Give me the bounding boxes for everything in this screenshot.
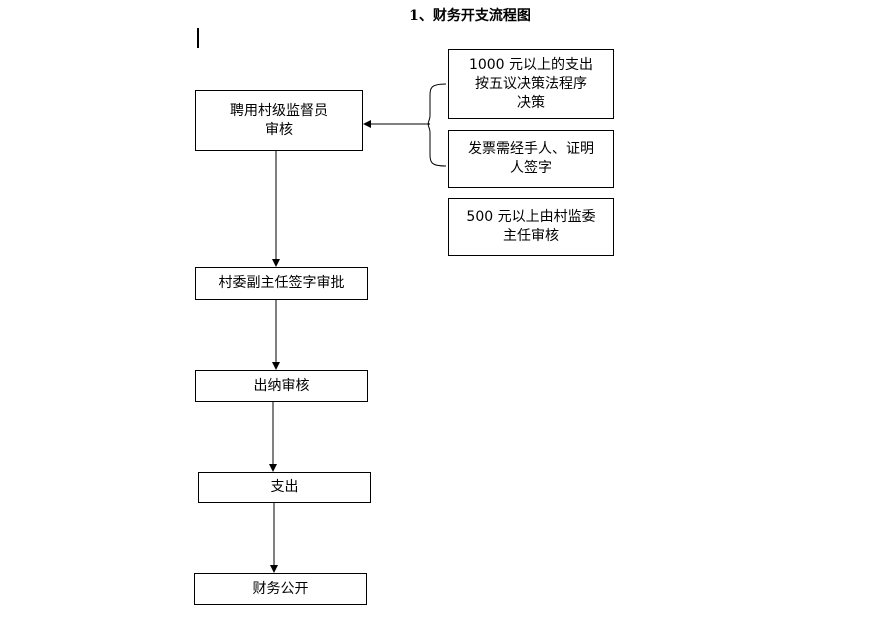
cashier-review-box: 出纳审核 (195, 370, 368, 402)
hire-review-line-2: 审核 (265, 121, 293, 138)
vice-director-approval-label: 村委副主任签字审批 (218, 275, 345, 291)
vice-director-approval-box: 村委副主任签字审批 (195, 267, 368, 300)
condition-over-1000-box: 1000 元以上的支出 按五议决策法程序 决策 (448, 49, 614, 119)
condition-over-1000-line-2: 按五议决策法程序 (475, 75, 587, 92)
condition-over-500-box: 500 元以上由村监委 主任审核 (448, 198, 614, 256)
expenditure-box: 支出 (198, 472, 371, 503)
condition-invoice-signatures-box: 发票需经手人、证明 人签字 (448, 130, 614, 188)
text-cursor (197, 28, 199, 48)
page-title: 1、财务开支流程图 (409, 8, 531, 24)
condition-over-1000-line-1: 1000 元以上的支出 (468, 56, 594, 73)
condition-over-500-line-1: 500 元以上由村监委 (466, 209, 596, 225)
condition-invoice-line-2: 人签字 (510, 160, 552, 176)
condition-over-1000-line-3: 决策 (517, 94, 545, 111)
expenditure-label: 支出 (270, 479, 299, 495)
condition-over-500-line-2: 主任审核 (502, 228, 559, 244)
hire-supervisor-review-box: 聘用村级监督员 审核 (195, 90, 363, 151)
financial-disclosure-box: 财务公开 (194, 573, 367, 605)
financial-disclosure-label: 财务公开 (252, 580, 309, 597)
cashier-review-label: 出纳审核 (253, 377, 310, 394)
condition-invoice-line-1: 发票需经手人、证明 (468, 141, 594, 157)
left-brace (427, 83, 447, 167)
hire-review-line-1: 聘用村级监督员 (230, 102, 328, 119)
